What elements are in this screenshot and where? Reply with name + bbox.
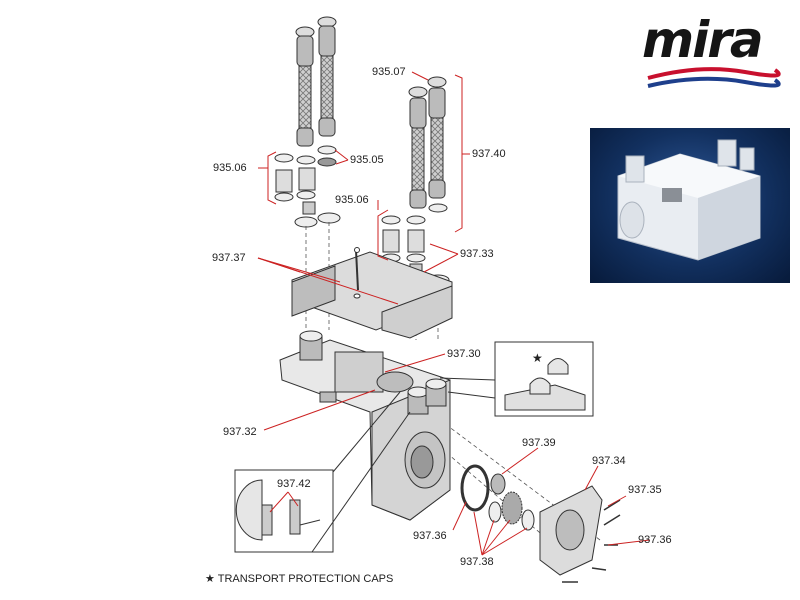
callout-937-37: 937.37 (212, 252, 246, 264)
callout-937-33: 937.33 (460, 248, 494, 260)
callout-937-35: 937.35 (628, 484, 662, 496)
callout-937-34: 937.34 (592, 455, 626, 467)
product-photo (590, 128, 790, 283)
callout-937-32: 937.32 (223, 426, 257, 438)
brand-swoosh (647, 67, 781, 88)
callout-935-07: 935.07 (372, 66, 406, 78)
callout-935-06-right: 935.06 (335, 194, 369, 206)
right-hose-pair (408, 76, 447, 209)
pump-photo-illustration (617, 139, 761, 261)
callout-937-38: 937.38 (460, 556, 494, 568)
brand-logo: mira (642, 11, 764, 69)
callout-935-05: 935.05 (350, 154, 384, 166)
footnote-star: ★ (205, 573, 215, 585)
callout-937-42: 937.42 (277, 478, 311, 490)
fixing-screws (562, 499, 621, 583)
footnote: ★ TRANSPORT PROTECTION CAPS (205, 572, 393, 585)
inset-937-42 (234, 391, 411, 553)
pump-body (279, 330, 451, 521)
footnote-text: TRANSPORT PROTECTION CAPS (217, 573, 394, 585)
end-cover-components (460, 464, 621, 583)
left-fittings-stack (274, 145, 341, 228)
callout-937-39: 937.39 (522, 437, 556, 449)
inset-transport-caps (439, 341, 594, 417)
left-hose-pair (295, 16, 337, 147)
callout-935-06-left: 935.06 (213, 162, 247, 174)
callout-937-36-left: 937.36 (413, 530, 447, 542)
callout-leaders (257, 71, 651, 556)
callout-937-40: 937.40 (472, 148, 506, 160)
top-cover-assembly (291, 247, 453, 339)
callout-937-30: 937.30 (447, 348, 481, 360)
inset-star-marker: ★ (532, 351, 543, 365)
callout-937-36-right: 937.36 (638, 534, 672, 546)
